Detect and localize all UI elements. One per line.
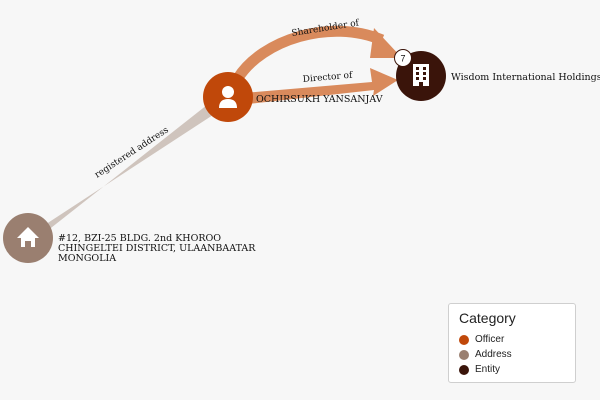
edge-shareholder-of[interactable] xyxy=(233,25,385,82)
legend-item-officer-label: Officer xyxy=(475,334,505,345)
edge-label-registered-address: registered address xyxy=(93,125,171,180)
address-swatch xyxy=(459,349,469,360)
edge-shareholder-arrowhead xyxy=(370,28,402,58)
building-icon xyxy=(413,64,429,86)
address-label-line-2: CHINGELTEI DISTRICT, ULAANBAATAR xyxy=(58,243,256,254)
legend-item-officer: Officer xyxy=(459,332,565,347)
entity-count-badge[interactable]: 7 xyxy=(394,49,412,67)
entity-swatch xyxy=(459,364,469,375)
legend-title: Category xyxy=(459,310,516,326)
edge-registered-address[interactable] xyxy=(37,90,226,235)
legend-item-entity-label: Entity xyxy=(475,364,501,375)
person-icon xyxy=(219,86,237,108)
legend-item-address: Address xyxy=(459,347,565,362)
edge-label-director-of: Director of xyxy=(302,71,353,85)
entity-count-badge-text: 7 xyxy=(400,54,405,64)
legend-item-entity: Entity xyxy=(459,362,565,377)
address-label-line-3: MONGOLIA xyxy=(58,253,116,264)
category-legend: Category Officer Address Entity xyxy=(448,303,576,383)
officer-label: OCHIRSUKH YANSANJAV xyxy=(256,94,383,105)
officer-swatch xyxy=(459,334,469,345)
entity-label: Wisdom International Holdings Ltd. xyxy=(451,72,600,83)
officer-node[interactable] xyxy=(203,72,253,122)
edge-director-of[interactable] xyxy=(244,68,398,104)
legend-item-address-label: Address xyxy=(475,349,512,360)
entity-node[interactable]: 7 xyxy=(394,49,447,102)
home-icon xyxy=(17,227,39,247)
address-node[interactable] xyxy=(3,213,53,263)
address-label-line-1: #12, BZI-25 BLDG. 2nd KHOROO xyxy=(58,233,221,244)
